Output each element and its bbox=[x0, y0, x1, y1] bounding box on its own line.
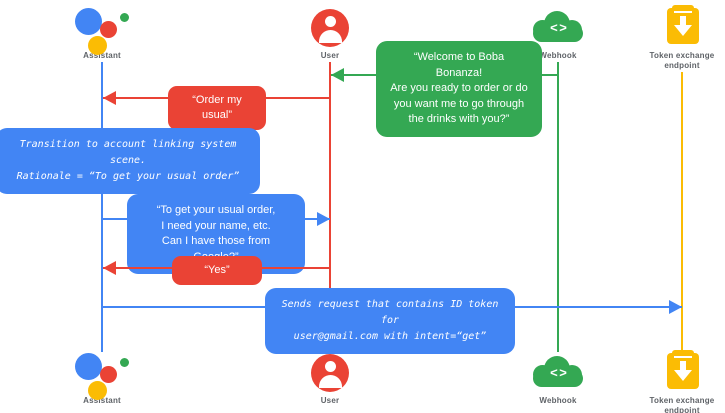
assistant-dot-green bbox=[120, 13, 129, 22]
download-box-icon bbox=[622, 348, 725, 394]
assistant-dot-green bbox=[120, 358, 129, 367]
actor-assistant-bottom: Assistant bbox=[42, 348, 162, 406]
cloud-code-icon: < > bbox=[498, 3, 618, 49]
actor-webhook-top: < > Webhook bbox=[498, 3, 618, 61]
assistant-dot-yellow bbox=[88, 36, 107, 55]
lifeline-webhook bbox=[557, 62, 559, 352]
assistant-dot-red bbox=[100, 366, 117, 383]
user-avatar-icon bbox=[270, 3, 390, 49]
actor-endpoint-bottom: Token exchange endpoint bbox=[622, 348, 725, 413]
message-bubble-welcome: “Welcome to Boba Bonanza! Are you ready … bbox=[376, 41, 542, 137]
user-head bbox=[325, 16, 336, 27]
note-transition-to-account-linking: Transition to account linking system sce… bbox=[0, 128, 260, 194]
user-body bbox=[319, 30, 342, 43]
cloud-shape: < > bbox=[533, 356, 583, 388]
actor-label-endpoint: Token exchange endpoint bbox=[649, 396, 715, 413]
endpoint-notch bbox=[674, 356, 692, 358]
actor-webhook-bottom: < > Webhook bbox=[498, 348, 618, 406]
code-brackets-glyph: < > bbox=[550, 20, 567, 35]
google-assistant-icon bbox=[42, 3, 162, 55]
actor-label-webhook: Webhook bbox=[539, 396, 577, 405]
actor-label-webhook: Webhook bbox=[539, 51, 577, 60]
code-brackets-glyph: < > bbox=[550, 365, 567, 380]
actor-user-top: User bbox=[270, 3, 390, 61]
endpoint-notch bbox=[674, 11, 692, 13]
down-arrow-head bbox=[674, 25, 692, 36]
arrowhead-order-my-usual bbox=[103, 91, 116, 105]
lifeline-endpoint bbox=[681, 72, 683, 352]
lifeline-assistant bbox=[101, 62, 103, 352]
cloud-shape: < > bbox=[533, 11, 583, 43]
lifeline-user bbox=[329, 62, 331, 302]
arrowhead-sends-request bbox=[669, 300, 682, 314]
down-arrow-head bbox=[674, 370, 692, 381]
message-bubble-yes: “Yes” bbox=[172, 256, 262, 285]
actor-endpoint-top: Token exchange endpoint bbox=[622, 3, 725, 71]
actor-label-assistant: Assistant bbox=[83, 396, 121, 405]
assistant-dot-yellow bbox=[88, 381, 107, 400]
user-avatar-icon bbox=[270, 348, 390, 394]
actor-label-user: User bbox=[320, 396, 340, 405]
assistant-dot-red bbox=[100, 21, 117, 38]
actor-label-user: User bbox=[320, 51, 340, 60]
down-arrow-stem bbox=[680, 16, 686, 27]
user-head bbox=[325, 361, 336, 372]
message-bubble-order-my-usual: “Order my usual” bbox=[168, 86, 266, 130]
actor-label-assistant: Assistant bbox=[83, 51, 121, 60]
note-sends-request: Sends request that contains ID token for… bbox=[265, 288, 515, 354]
actor-user-bottom: User bbox=[270, 348, 390, 406]
arrowhead-need-your-name bbox=[317, 212, 330, 226]
cloud-code-icon: < > bbox=[498, 348, 618, 394]
arrowhead-welcome bbox=[331, 68, 344, 82]
user-body bbox=[319, 375, 342, 388]
assistant-dot-blue bbox=[75, 8, 102, 35]
google-assistant-icon bbox=[42, 348, 162, 400]
actor-assistant-top: Assistant bbox=[42, 3, 162, 61]
assistant-dot-blue bbox=[75, 353, 102, 380]
down-arrow-stem bbox=[680, 361, 686, 372]
arrowhead-yes bbox=[103, 261, 116, 275]
download-box-icon bbox=[622, 3, 725, 49]
actor-label-endpoint: Token exchange endpoint bbox=[649, 51, 715, 70]
